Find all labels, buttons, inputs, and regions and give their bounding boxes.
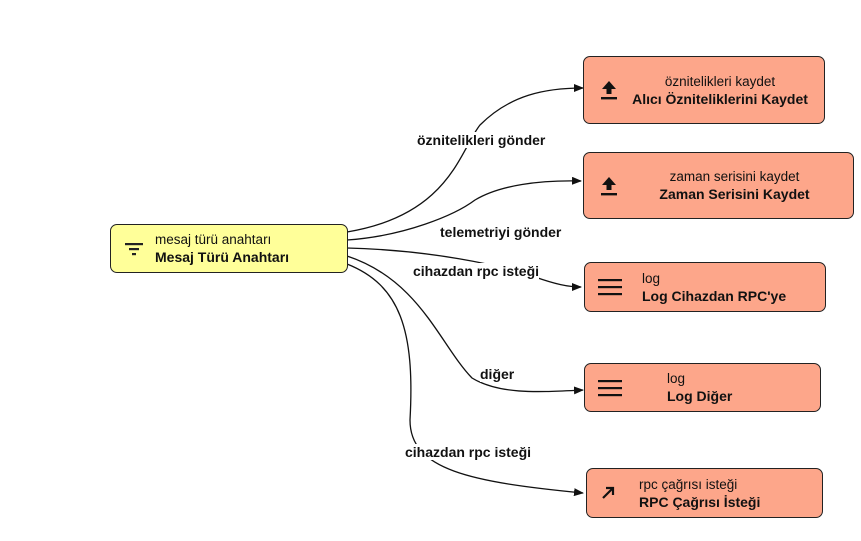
edge-label-rpc-from-device-1: cihazdan rpc isteği: [413, 263, 540, 279]
menu-lines-icon: [597, 375, 623, 401]
menu-lines-icon: [597, 274, 623, 300]
action-node-save-attributes[interactable]: öznitelikleri kaydet Alıcı Öznitelikleri…: [583, 56, 825, 124]
action-node-text: log Log Cihazdan RPC'ye: [642, 263, 786, 311]
edge-label-attributes: öznitelikleri gönder: [417, 132, 546, 148]
action-node-type: zaman serisini kaydet: [669, 169, 800, 184]
action-node-text: öznitelikleri kaydet Alıcı Öznitelikleri…: [624, 57, 816, 123]
edge-save-timeseries[interactable]: [346, 176, 582, 241]
action-node-type: rpc çağrısı isteği: [639, 476, 738, 492]
switch-node-name: Mesaj Türü Anahtarı: [155, 249, 290, 265]
edge-save-attributes[interactable]: [346, 84, 584, 233]
action-node-type: log: [667, 371, 686, 386]
action-node-name: Log Diğer: [667, 388, 733, 404]
message-type-switch-node[interactable]: mesaj türü anahtarı Mesaj Türü Anahtarı: [110, 224, 348, 273]
edge-log-other[interactable]: [346, 255, 584, 395]
action-node-text: zaman serisini kaydet Zaman Serisini Kay…: [624, 153, 845, 218]
action-node-text: rpc çağrısı isteği RPC Çağrısı İsteği: [639, 469, 760, 517]
upload-icon: [596, 77, 622, 103]
action-node-save-timeseries[interactable]: zaman serisini kaydet Zaman Serisini Kay…: [583, 152, 854, 219]
action-node-type: öznitelikleri kaydet: [664, 73, 776, 89]
upload-icon: [596, 173, 622, 199]
action-node-type: log: [642, 270, 661, 286]
edge-label-telemetry: telemetriyi gönder: [440, 224, 562, 240]
action-node-text: log Log Diğer: [667, 364, 732, 411]
action-node-name: RPC Çağrısı İsteği: [639, 493, 761, 510]
action-node-name: Zaman Serisini Kaydet: [659, 186, 810, 202]
edge-label-other: diğer: [480, 366, 515, 382]
edge-label-rpc-from-device-2: cihazdan rpc isteği: [405, 444, 532, 460]
switch-node-type: mesaj türü anahtarı: [155, 232, 272, 247]
action-node-log-rpc[interactable]: log Log Cihazdan RPC'ye: [584, 262, 826, 312]
action-node-log-other[interactable]: log Log Diğer: [584, 363, 821, 412]
filter-icon: [121, 236, 147, 262]
switch-node-text: mesaj türü anahtarı Mesaj Türü Anahtarı: [155, 225, 289, 272]
action-node-rpc-call[interactable]: rpc çağrısı isteği RPC Çağrısı İsteği: [586, 468, 823, 518]
edge-rpc-call[interactable]: [346, 263, 584, 497]
arrow-up-right-icon: [595, 480, 621, 506]
action-node-name: Log Cihazdan RPC'ye: [642, 287, 787, 304]
action-node-name: Alıcı Özniteliklerini Kaydet: [632, 90, 808, 107]
